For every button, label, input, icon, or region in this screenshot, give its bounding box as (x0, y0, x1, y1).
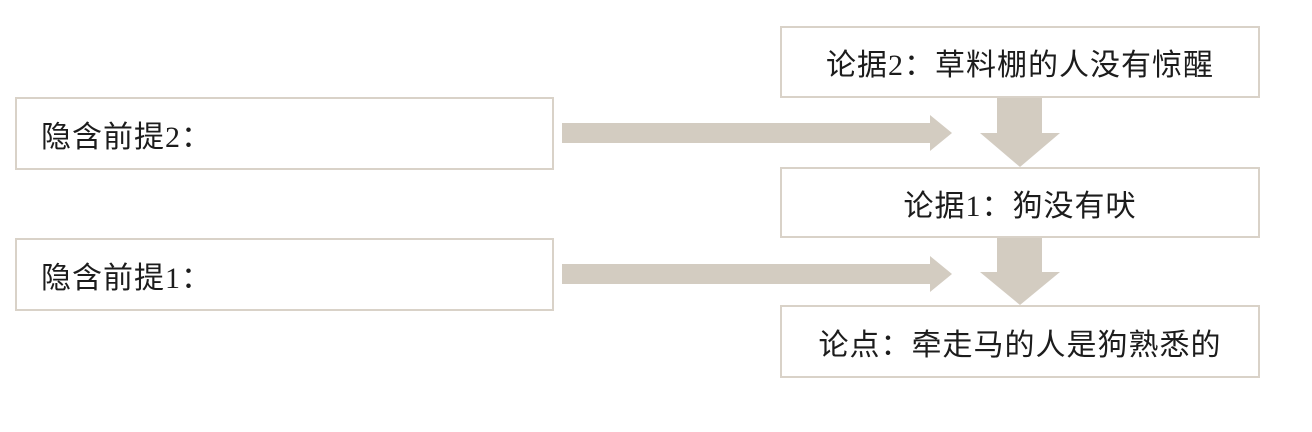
box-implicit-premise-2-label: 隐含前提2： (41, 120, 212, 154)
arrow-premise2-right-icon (562, 115, 952, 151)
box-argument-1-label: 论据1：狗没有吠 (903, 189, 1137, 223)
arrow-argument1-down-icon (980, 237, 1060, 305)
box-implicit-premise-1: 隐含前提1： (15, 238, 554, 311)
box-thesis: 论点：牵走马的人是狗熟悉的 (780, 305, 1260, 378)
box-argument-2: 论据2：草料棚的人没有惊醒 (780, 26, 1260, 98)
box-thesis-label: 论点：牵走马的人是狗熟悉的 (818, 328, 1222, 362)
arrow-argument2-down-icon (980, 97, 1060, 167)
box-argument-1: 论据1：狗没有吠 (780, 167, 1260, 238)
arrow-premise1-right-icon (562, 256, 952, 292)
box-implicit-premise-1-label: 隐含前提1： (41, 261, 212, 295)
box-implicit-premise-2: 隐含前提2： (15, 97, 554, 170)
box-argument-2-label: 论据2：草料棚的人没有惊醒 (826, 49, 1214, 82)
